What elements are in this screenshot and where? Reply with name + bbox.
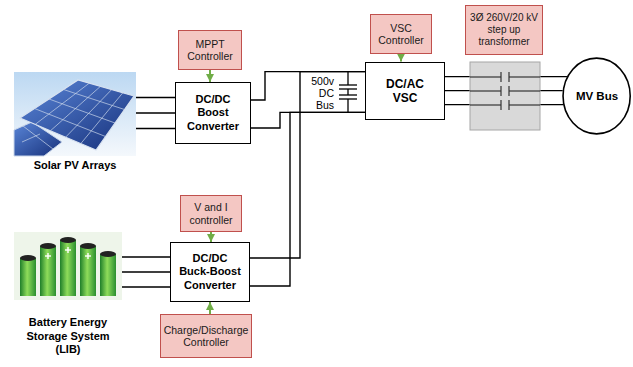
converter-box: DC/DC Buck-Boost Converter [170,242,250,302]
control-arrow [400,54,402,62]
node-text: DC/DC Boost Converter [181,93,245,133]
text-group: 3Ø 260V/20 kV step up transformer [469,12,539,47]
solar-panel-picture [14,72,136,156]
controller-box: VSC Controller [370,14,432,54]
controller-box: MPPT Controller [178,30,242,70]
text-group: V and I controller [185,201,237,226]
bus-ellipse: MV Bus [562,57,631,135]
dc-bus-capacitor-symbol [339,72,357,112]
power-wire [250,72,365,286]
node-text: Charge/Discharge Controller [164,324,249,349]
text-group: Charge/Discharge Controller [164,324,249,349]
text-group: DC/DC Buck-Boost Converter [176,252,244,292]
battery-node: Battery Energy Storage System (LIB) [14,232,122,358]
node-text: DC/DC Buck-Boost Converter [176,252,244,292]
control-arrow [209,70,211,82]
control-arrow [210,232,212,242]
control-arrow [209,302,211,314]
node-text: MV Bus [576,90,618,102]
controller-box: Charge/Discharge Controller [160,314,252,358]
converter-box: DC/DC Boost Converter [175,82,251,144]
battery-picture [14,232,122,300]
node-text: Battery Energy Storage System (LIB) [14,316,122,356]
text-group: VSC Controller [375,22,427,47]
text-group: MV Bus [576,90,618,102]
text-group: DC/DC Boost Converter [181,93,245,133]
node-text: 3Ø 260V/20 kV step up transformer [469,12,539,47]
controller-box: V and I controller [180,195,242,232]
text-group: Solar PV Arrays [34,159,117,172]
node-text: MPPT Controller [183,38,237,63]
bus-label: 500v DC Bus [306,75,334,111]
power-wire [251,72,365,128]
transformer-symbol [470,62,540,130]
node-text: VSC Controller [375,22,427,47]
text-group: DC/AC VSC [380,77,430,106]
inverter-box: DC/AC VSC [365,62,445,121]
pv-array-node: Solar PV Arrays [14,72,136,174]
node-text: V and I controller [185,201,237,226]
text-group: MPPT Controller [183,38,237,63]
power-wire [136,98,175,129]
transformer-label-box: 3Ø 260V/20 kV step up transformer [465,5,543,55]
node-text: DC/AC VSC [380,77,430,106]
node-text: Solar PV Arrays [34,159,117,172]
text-group: Battery Energy Storage System (LIB) [14,316,122,356]
power-wire [122,257,170,287]
